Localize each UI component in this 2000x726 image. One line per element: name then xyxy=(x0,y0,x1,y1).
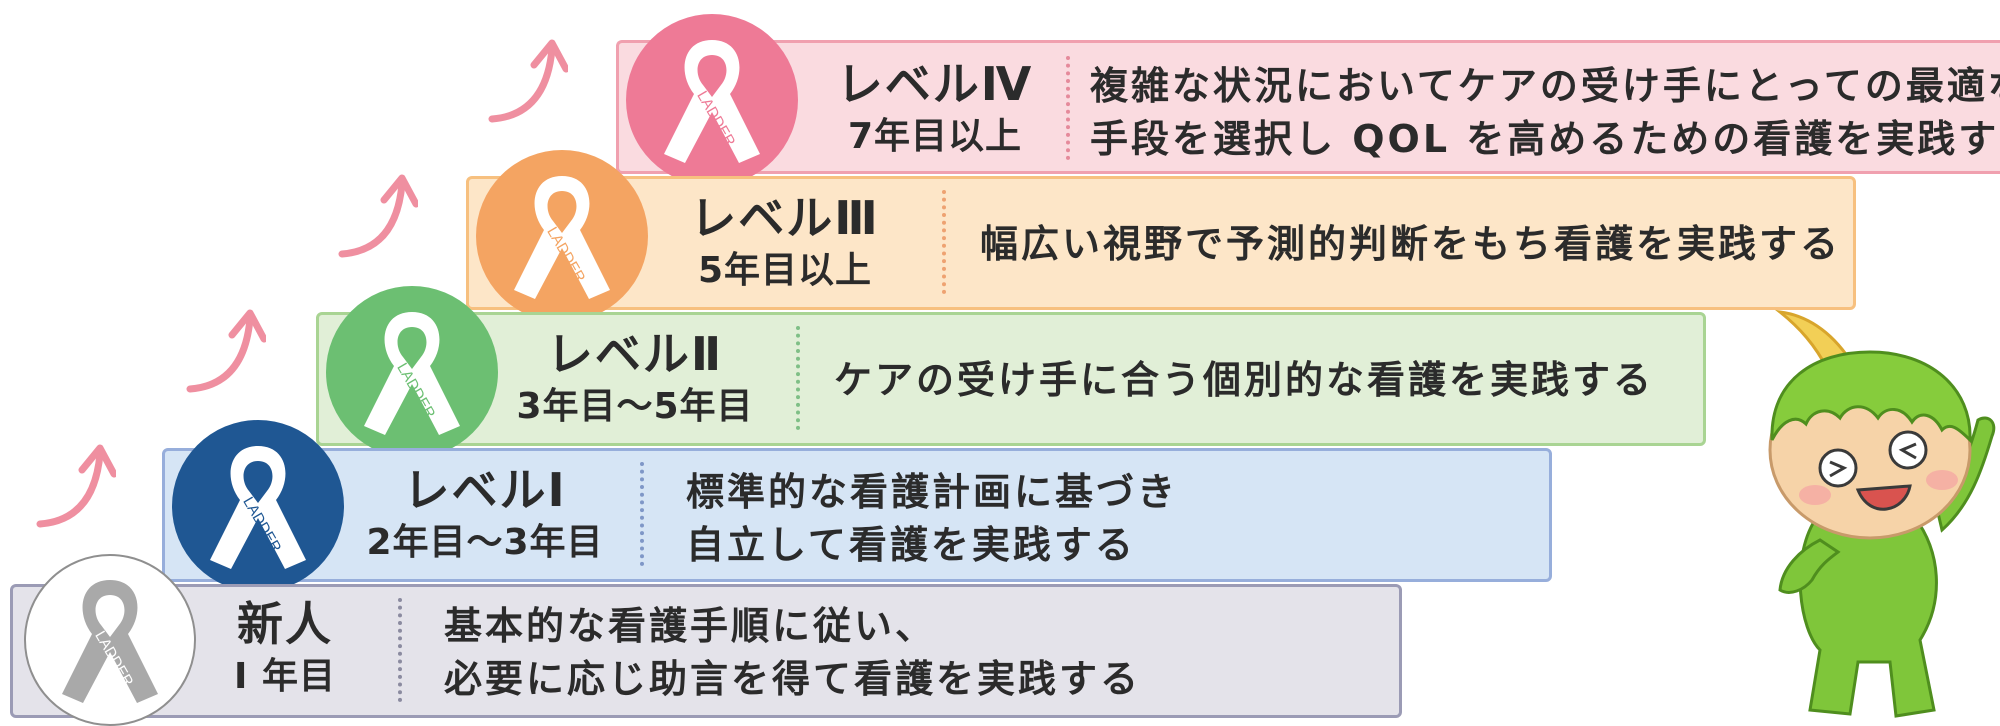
level-1-name: レベルⅠ xyxy=(403,463,567,517)
level-3-desc-line-1: 幅広い視野で予測的判断をもち看護を実践する xyxy=(980,222,1842,266)
ladder-ribbon-icon: LADDER xyxy=(364,312,460,435)
curved-up-arrow-icon xyxy=(338,174,418,258)
level-3-years: 5年目以上 xyxy=(697,249,873,291)
level-1-step xyxy=(162,448,1552,582)
level-4-desc-line-1: 複雑な状況においてケアの受け手にとっての最適な xyxy=(1090,64,2000,108)
level-1-desc-line-1: 標準的な看護計画に基づき xyxy=(686,470,1179,514)
level-2-separator xyxy=(796,326,800,430)
new-desc-line-2: 必要に応じ助言を得て看護を実践する xyxy=(444,657,1142,702)
ladder-ribbon-icon: LADDER xyxy=(514,176,610,299)
level-3-badge: LADDER xyxy=(476,150,648,322)
new-label: 新人 I 年目 xyxy=(210,596,360,699)
level-1-description: 標準的な看護計画に基づき 自立して看護を実践する xyxy=(686,466,1178,572)
level-4-badge: LADDER xyxy=(626,14,798,186)
new-step xyxy=(10,584,1402,718)
new-name: 新人 xyxy=(237,597,333,651)
new-desc-line-1: 基本的な看護手順に従い、 xyxy=(444,604,937,648)
level-4-description: 複雑な状況においてケアの受け手にとっての最適な 手段を選択し QOL を高めるた… xyxy=(1090,60,2000,166)
level-1-label: レベルⅠ 2年目～3年目 xyxy=(350,462,620,565)
level-1-years: 2年目～3年目 xyxy=(366,521,604,563)
level-2-label: レベルⅡ 3年目～5年目 xyxy=(500,326,770,429)
level-2-description: ケアの受け手に合う個別的な看護を実践する xyxy=(834,354,1654,407)
level-3-name: レベルⅢ xyxy=(690,191,880,245)
ladder-ribbon-icon: LADDER xyxy=(62,580,158,703)
level-4-step xyxy=(616,40,2000,174)
level-4-years: 7年目以上 xyxy=(847,115,1023,157)
new-separator xyxy=(398,598,402,702)
level-4-desc-line-2: 手段を選択し QOL を高めるための看護を実践する xyxy=(1090,117,2000,162)
level-2-step xyxy=(316,312,1706,446)
ladder-ribbon-icon: LADDER xyxy=(664,40,760,163)
level-3-separator xyxy=(942,190,946,294)
level-4-name: レベルⅣ xyxy=(836,57,1034,111)
level-1-badge: LADDER xyxy=(172,420,344,592)
level-2-desc-line-1: ケアの受け手に合う個別的な看護を実践する xyxy=(834,358,1655,402)
level-1-desc-line-2: 自立して看護を実践する xyxy=(686,523,1136,568)
new-badge: LADDER xyxy=(24,554,196,726)
level-4-label: レベルⅣ 7年目以上 xyxy=(820,56,1050,159)
level-2-name: レベルⅡ xyxy=(546,327,724,381)
ladder-ribbon-icon: LADDER xyxy=(210,446,306,569)
curved-up-arrow-icon xyxy=(36,444,116,528)
curved-up-arrow-icon xyxy=(186,309,266,393)
level-3-description: 幅広い視野で予測的判断をもち看護を実践する xyxy=(980,218,1841,271)
level-2-years: 3年目～5年目 xyxy=(516,385,754,427)
level-4-separator xyxy=(1066,56,1070,160)
level-1-separator xyxy=(640,462,644,566)
level-2-badge: LADDER xyxy=(326,286,498,458)
green-mascot-character xyxy=(1768,309,1996,718)
level-3-label: レベルⅢ 5年目以上 xyxy=(670,190,900,293)
level-3-step xyxy=(466,176,1856,310)
curved-up-arrow-icon xyxy=(488,39,568,123)
new-years: I 年目 xyxy=(234,655,336,697)
new-description: 基本的な看護手順に従い、 必要に応じ助言を得て看護を実践する xyxy=(444,600,1141,706)
